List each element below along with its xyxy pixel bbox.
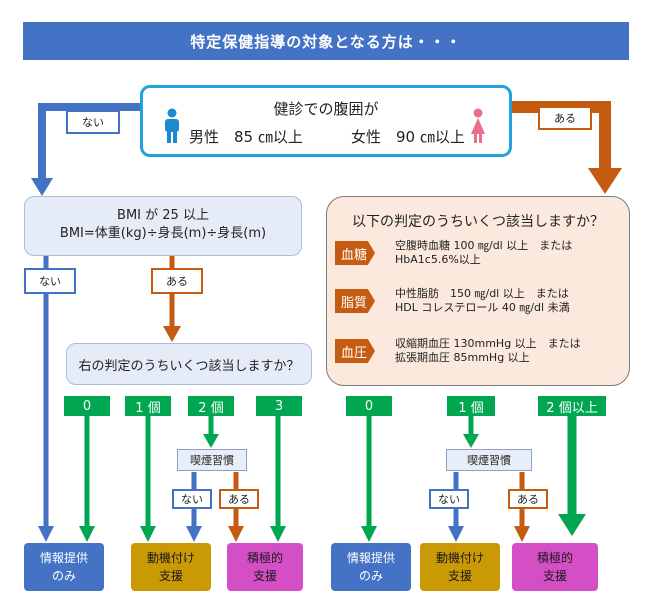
label-waist-nai: ない [66, 110, 120, 134]
criteria-tag-lipid: 脂質 [335, 289, 375, 313]
judge-question-box: 右の判定のうちいくつ該当しますか？ [66, 343, 312, 385]
count-right-0: 0 [346, 396, 392, 416]
criteria-question: 以下の判定のうちいくつ該当しますか？ [352, 214, 604, 230]
arrowhead-count-0-right [361, 526, 377, 542]
bmi-question-box: BMI が 25 以上 BMI=体重(kg)÷身長(m)÷身長(m) [24, 196, 302, 256]
outcome-info-right-line2: のみ [358, 569, 383, 583]
count-left-2: 2 個 [188, 396, 234, 416]
outcome-motivation-left-line2: 支援 [158, 569, 183, 583]
criteria-glucose-line1: 空腹時血糖 100 ㎎/dl 以上 または [395, 239, 573, 252]
smoking-habit-left: 喫煙習慣 [177, 449, 247, 471]
criteria-bp-text: 収縮期血圧 130mmHg 以上 または 拡張期血圧 85mmHg 以上 [395, 337, 581, 365]
waist-question-box: 健診での腹囲が 男性 85 ㎝以上 女性 90 ㎝以上 [140, 85, 512, 157]
outcome-info-right: 情報提供のみ [331, 543, 411, 591]
arrowhead-bmi-nai [38, 526, 54, 542]
arrowhead-count-0-left [79, 526, 95, 542]
outcome-info-left-line1: 情報提供 [39, 551, 88, 565]
arrowhead-count-2-right [558, 514, 586, 536]
arrowhead-waist-aru [588, 168, 622, 194]
criteria-tag-glucose: 血糖 [335, 241, 375, 265]
arrowhead-count-1-right [463, 434, 479, 448]
count-right-2: 2 個以上 [538, 396, 606, 416]
label-waist-aru: ある [538, 106, 592, 130]
outcome-active-left-line2: 支援 [252, 569, 277, 583]
arrowhead-waist-nai [31, 178, 53, 196]
smoking-habit-right: 喫煙習慣 [446, 449, 532, 471]
arrowhead-count-3-left [270, 526, 286, 542]
outcome-motivation-right-line1: 動機付け [435, 551, 484, 565]
waist-male-criteria: 男性 85 ㎝以上 [189, 128, 303, 146]
criteria-glucose-text: 空腹時血糖 100 ㎎/dl 以上 または HbA1c5.6%以上 [395, 239, 572, 267]
arrowhead-count-1-left [140, 526, 156, 542]
page-title: 特定保健指導の対象となる方は・・・ [23, 22, 629, 60]
arrowhead-smoke-aru-left [228, 526, 244, 542]
waist-female-criteria: 女性 90 ㎝以上 [351, 128, 465, 146]
arrowhead-smoke-nai-left [186, 526, 202, 542]
outcome-motivation-right: 動機付け支援 [420, 543, 500, 591]
outcome-motivation-right-line2: 支援 [447, 569, 472, 583]
outcome-active-right-line1: 積極的 [536, 551, 573, 565]
arrowhead-smoke-nai-right [448, 526, 464, 542]
female-icon [471, 108, 485, 143]
label-smoke-nai-left: ない [172, 489, 212, 509]
bmi-formula: BMI=体重(kg)÷身長(m)÷身長(m) [59, 226, 267, 241]
label-bmi-nai: ない [24, 268, 76, 294]
bmi-line1: BMI が 25 以上 [117, 208, 209, 223]
criteria-lipid-line2: HDL コレステロール 40 ㎎/dl 未満 [395, 301, 570, 314]
outcome-info-left: 情報提供のみ [24, 543, 104, 591]
outcome-active-left-line1: 積極的 [246, 551, 283, 565]
outcome-motivation-left-line1: 動機付け [146, 551, 195, 565]
label-smoke-aru-left: ある [219, 489, 259, 509]
arrowhead-smoke-aru-right [514, 526, 530, 542]
criteria-lipid-text: 中性脂肪 150 ㎎/dl 以上 または HDL コレステロール 40 ㎎/dl… [395, 287, 570, 315]
count-left-1: 1 個 [125, 396, 171, 416]
criteria-tag-bp: 血圧 [335, 339, 375, 363]
waist-question: 健診での腹囲が [273, 100, 379, 118]
label-smoke-aru-right: ある [508, 489, 548, 509]
arrowhead-bmi-aru [163, 326, 181, 342]
outcome-motivation-left: 動機付け支援 [131, 543, 211, 591]
outcome-info-left-line2: のみ [51, 569, 76, 583]
label-smoke-nai-right: ない [429, 489, 469, 509]
male-icon [165, 108, 179, 143]
count-left-0: 0 [64, 396, 110, 416]
arrowhead-count-2-left [203, 434, 219, 448]
count-left-3: 3 [256, 396, 302, 416]
arrow-waist-nai [38, 103, 140, 180]
criteria-panel: 以下の判定のうちいくつ該当しますか？ 血糖 空腹時血糖 100 ㎎/dl 以上 … [326, 196, 630, 386]
criteria-lipid-line1: 中性脂肪 150 ㎎/dl 以上 または [395, 287, 569, 300]
criteria-glucose-line2: HbA1c5.6%以上 [395, 253, 481, 266]
outcome-active-left: 積極的支援 [227, 543, 303, 591]
criteria-bp-line1: 収縮期血圧 130mmHg 以上 または [395, 337, 581, 350]
label-bmi-aru: ある [151, 268, 203, 294]
outcome-active-right: 積極的支援 [512, 543, 598, 591]
outcome-info-right-line1: 情報提供 [346, 551, 395, 565]
outcome-active-right-line2: 支援 [542, 569, 567, 583]
criteria-bp-line2: 拡張期血圧 85mmHg 以上 [395, 351, 530, 364]
count-right-1: 1 個 [447, 396, 495, 416]
